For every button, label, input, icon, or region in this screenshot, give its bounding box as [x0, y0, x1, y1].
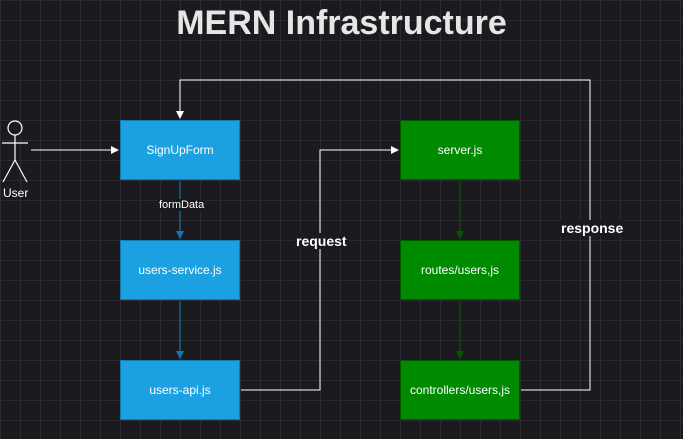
diagram-title: MERN Infrastructure [176, 4, 507, 42]
edge-label-formdata: formData [157, 199, 207, 211]
node-controllers[interactable]: controllers/users,js [400, 360, 520, 420]
node-routes[interactable]: routes/users,js [400, 240, 520, 300]
edge-label-response: response [559, 220, 626, 236]
node-users-api[interactable]: users-api.js [120, 360, 240, 420]
edge-usersapi-to-server [241, 146, 399, 391]
user-actor-icon [2, 120, 28, 183]
edge-label-request: request [294, 233, 349, 249]
node-users-service[interactable]: users-service.js [120, 240, 240, 300]
user-actor-label: User [3, 186, 29, 200]
node-server[interactable]: server.js [400, 120, 520, 180]
edge-controllers-to-signupform [176, 79, 591, 391]
node-signupform[interactable]: SignUpForm [120, 120, 240, 180]
